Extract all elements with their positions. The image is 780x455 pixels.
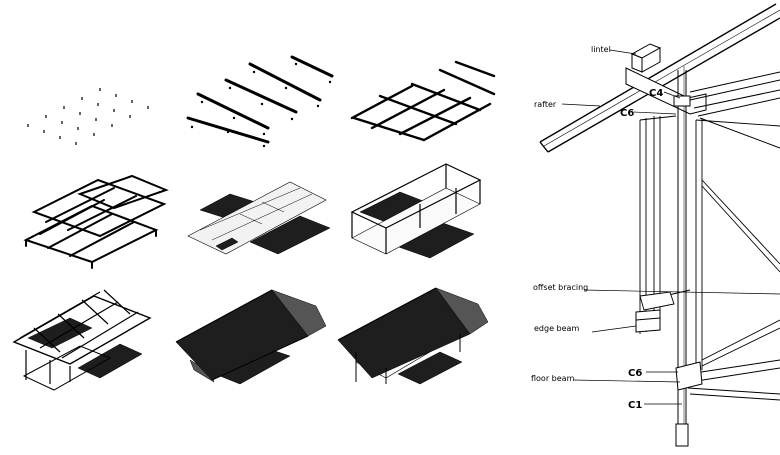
lintel-member bbox=[625, 43, 707, 115]
step-8-roofed-structure bbox=[175, 289, 327, 385]
rafter-member bbox=[539, 3, 780, 153]
step-5-floor-decks bbox=[187, 181, 331, 255]
step-1-footings bbox=[27, 88, 149, 145]
floor-beam-member bbox=[675, 359, 780, 401]
step-3-floor-grid bbox=[350, 60, 496, 142]
step-4-frame bbox=[23, 174, 169, 269]
label-c6-top: C6 bbox=[620, 108, 634, 119]
step-2-posts bbox=[190, 62, 332, 148]
label-offset-bracing: offset bracing bbox=[533, 283, 588, 292]
label-lintel: lintel bbox=[591, 45, 611, 54]
edge-beam-member bbox=[635, 309, 661, 333]
offset-bracing-members bbox=[639, 179, 780, 367]
label-rafter: rafter bbox=[534, 100, 557, 109]
step-9-completed-structure bbox=[337, 287, 489, 385]
step-2-sleeper-beams bbox=[186, 55, 334, 144]
label-edge-beam: edge beam bbox=[534, 324, 579, 333]
label-c6-bottom: C6 bbox=[628, 368, 642, 379]
label-c4: C4 bbox=[649, 88, 663, 99]
label-floor-beam: floor beam bbox=[531, 374, 575, 383]
step-6-wall-frame bbox=[350, 163, 482, 259]
step-7-roof-frame bbox=[12, 289, 152, 391]
wall-frame bbox=[639, 115, 780, 372]
label-c1: C1 bbox=[628, 400, 642, 411]
structural-detail: lintel rafter C4 C6 offset bracing edge … bbox=[531, 3, 780, 447]
